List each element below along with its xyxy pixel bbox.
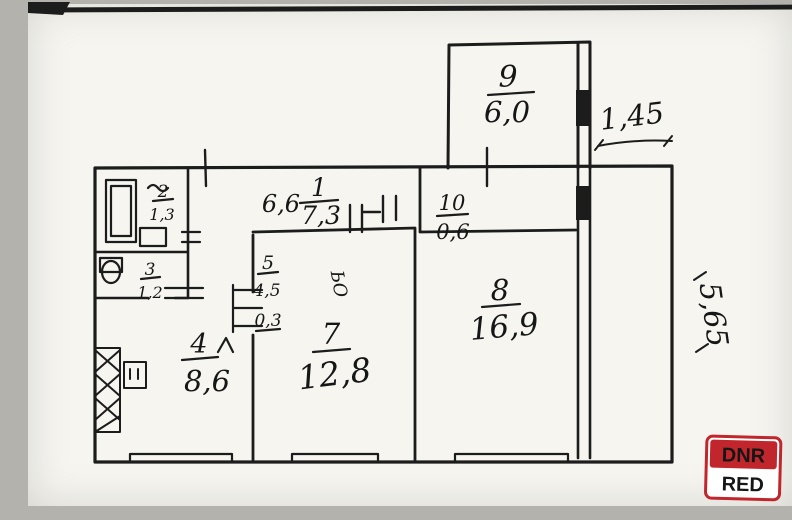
- scan-corner-blob: [28, 2, 70, 15]
- dimension-right-side: 5,65: [693, 280, 736, 349]
- room-5-number: 5: [262, 252, 274, 274]
- wall-partitions-center: [251, 166, 578, 464]
- room-5-area: 4,5: [252, 281, 280, 301]
- door-opening-ticks: [203, 146, 489, 234]
- window-frame-marks: [576, 90, 589, 220]
- dimension-marks: [594, 135, 709, 353]
- scribble-label: ЬО: [326, 268, 352, 299]
- small-box-symbol: [123, 361, 147, 389]
- door-jamb-marks: [216, 283, 264, 354]
- room-7-number: 7: [322, 317, 341, 351]
- bottom-windows: [128, 452, 570, 464]
- watermark-top-band: [709, 439, 778, 470]
- room-2-area: 1,3: [149, 205, 174, 224]
- room-8-area: 16,9: [468, 306, 540, 348]
- room-9-area: 6,0: [484, 95, 530, 129]
- room-9-number: 9: [498, 60, 517, 95]
- room-10-area: 0,6: [436, 220, 469, 244]
- hall-width-label: 6,6: [262, 190, 300, 218]
- watermark-line2: RED: [721, 473, 764, 496]
- fraction-lines: [139, 90, 536, 362]
- room-10-number: 10: [439, 191, 466, 215]
- hatched-shaft: [94, 347, 121, 433]
- room-4-number: 4: [189, 329, 207, 360]
- room-3-area: 1,2: [137, 283, 162, 302]
- photo-paper: [28, 4, 792, 506]
- room-7-area: 12,8: [296, 350, 374, 398]
- room-1-area: 7,3: [301, 201, 341, 230]
- bathtub-sink-fixtures: [104, 178, 170, 248]
- room-8-number: 8: [491, 273, 509, 307]
- dimension-top-right: 1,45: [598, 95, 666, 137]
- scan-top-edge: [31, 4, 792, 13]
- watermark-logo: DNR RED: [704, 434, 783, 502]
- watermark-line1: DNR: [722, 444, 766, 467]
- closet-area-label: 0,3: [254, 311, 281, 331]
- room-3-number: 3: [145, 260, 156, 280]
- room-4-area: 8,6: [184, 364, 230, 398]
- door-marks-hall: [163, 230, 205, 300]
- toilet-fixture: [98, 256, 124, 285]
- room-1-number: 1: [311, 173, 327, 202]
- room-2-number: 2: [157, 182, 169, 202]
